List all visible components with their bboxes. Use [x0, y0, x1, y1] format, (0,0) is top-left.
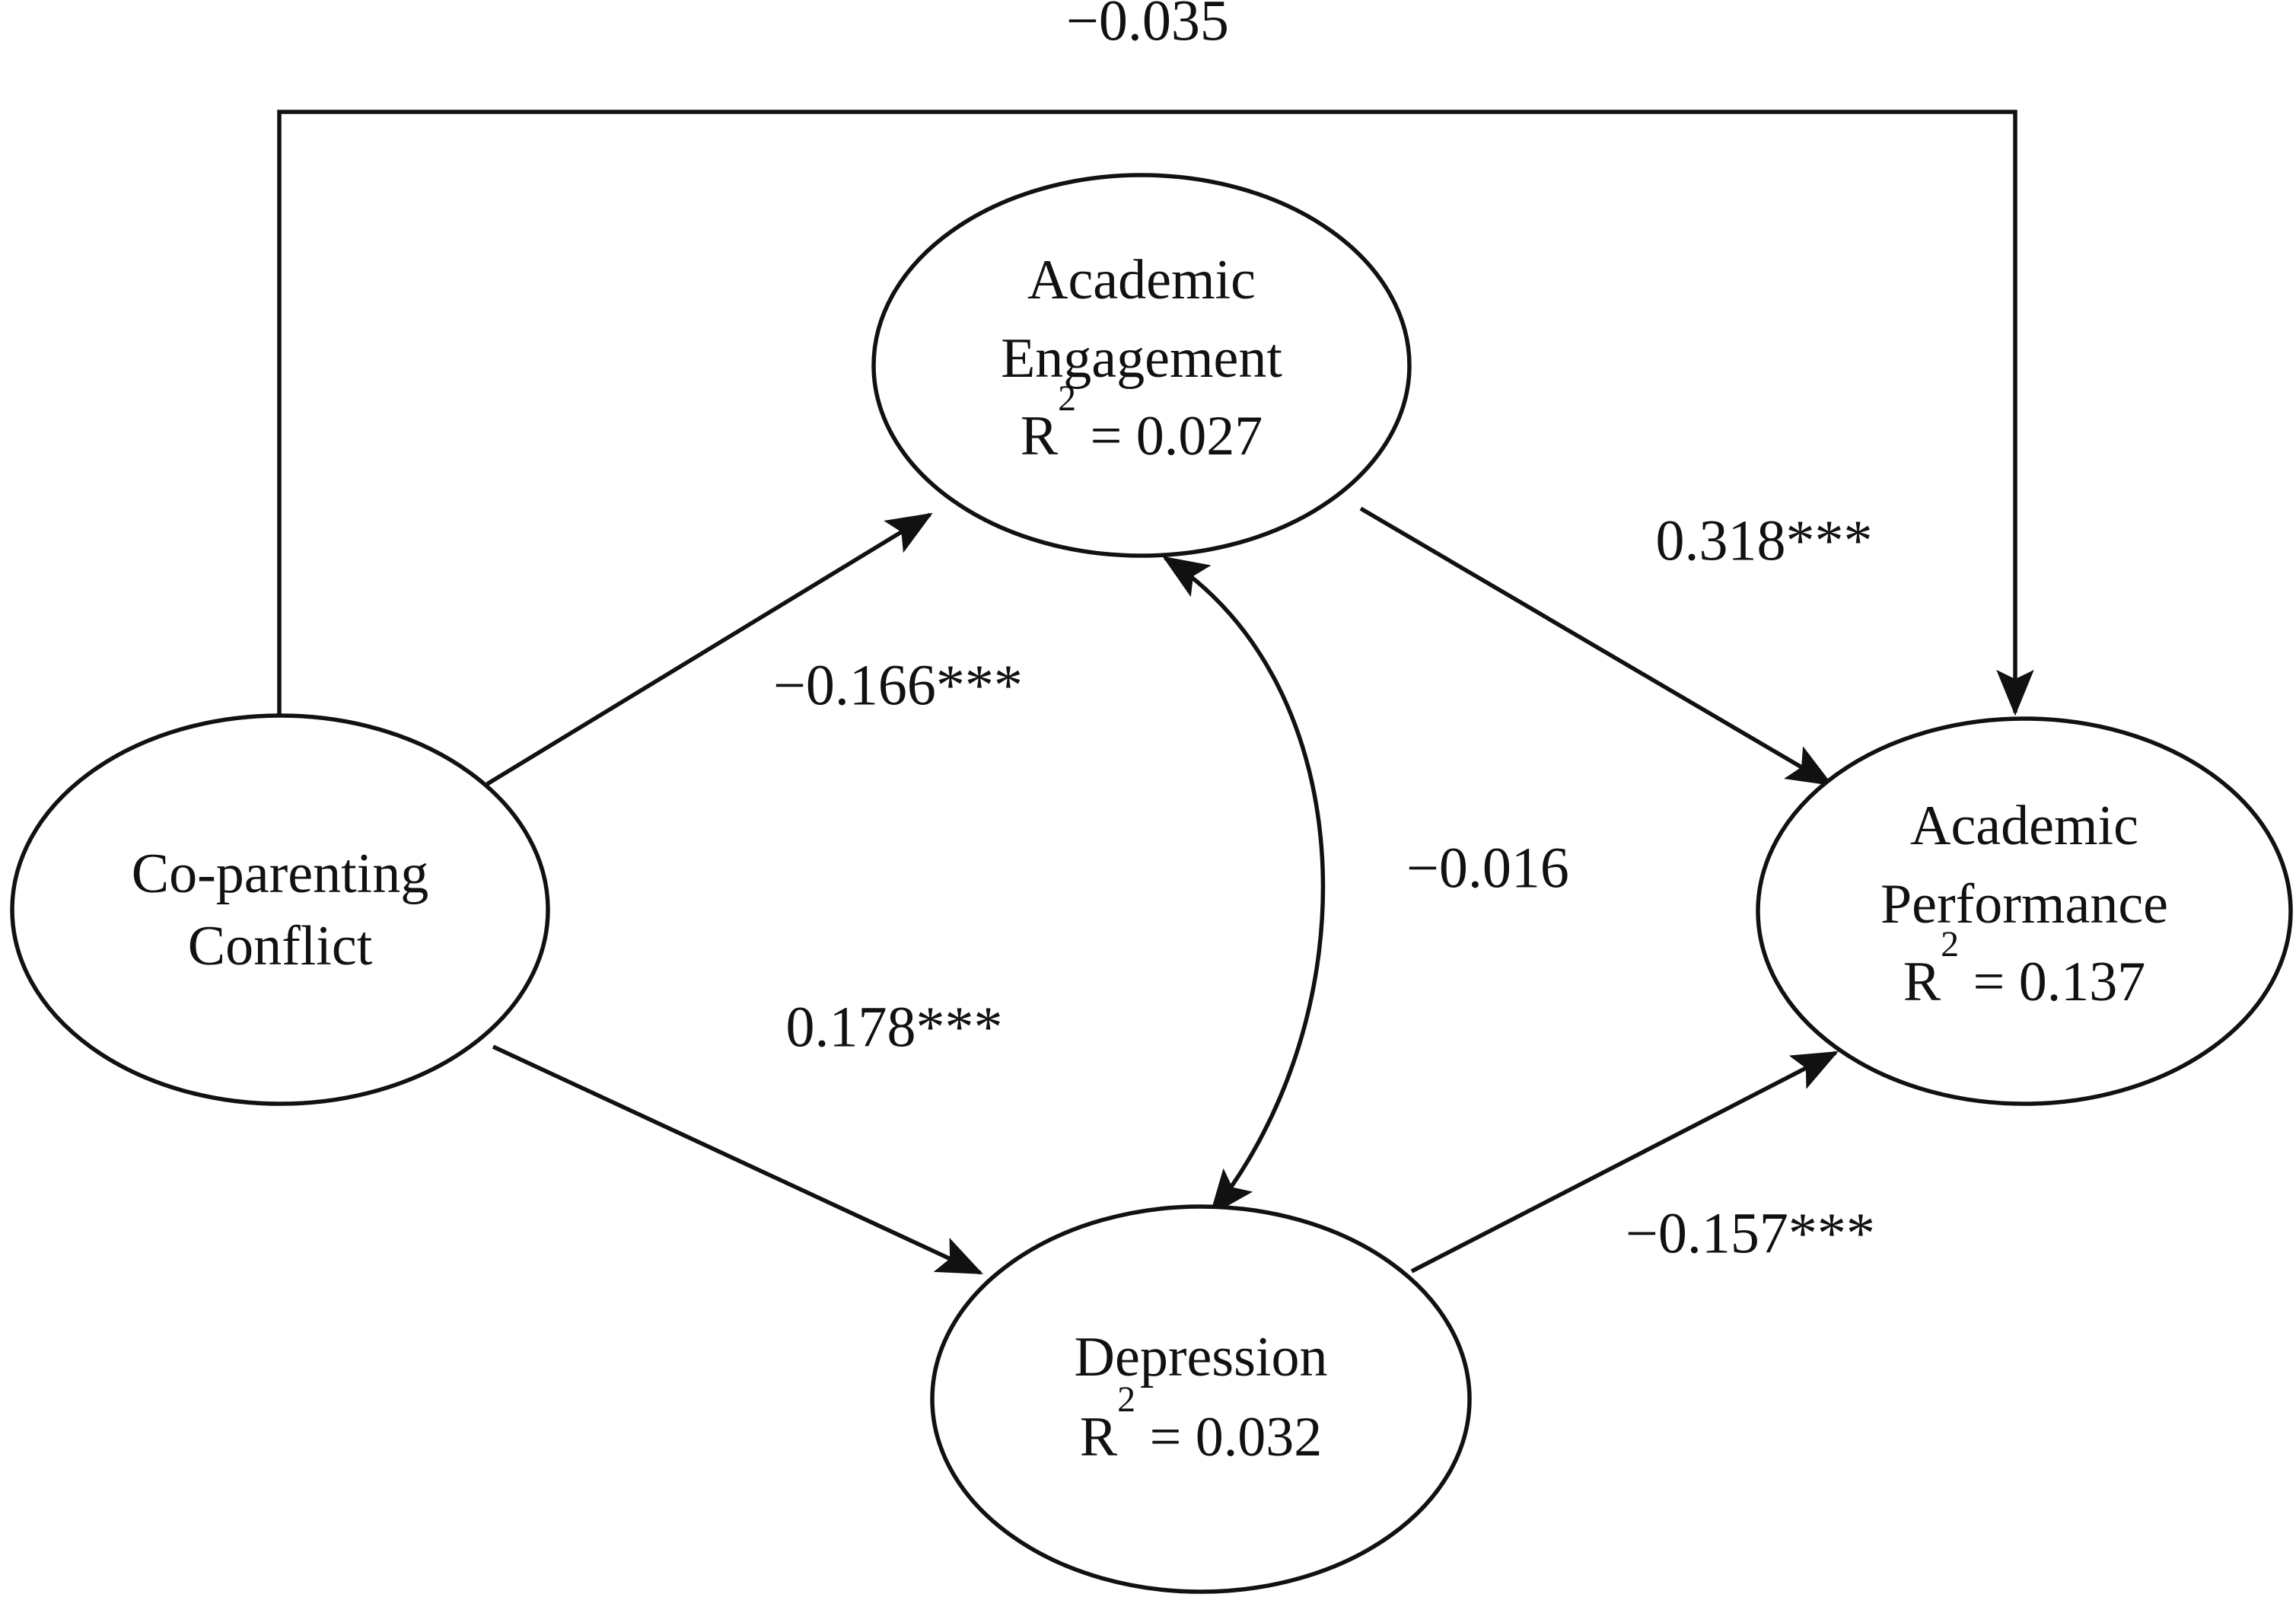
node-depression[interactable]: Depression R2 = 0.032: [930, 1204, 1472, 1594]
node-academic-performance-r-exponent: 2: [1941, 924, 1959, 964]
node-academic-performance-r-prefix: R: [1903, 951, 1941, 1013]
node-co-parenting-conflict-label-line1: Co-parenting: [132, 843, 428, 905]
node-depression-shape[interactable]: [930, 1204, 1472, 1594]
path-depression-to-performance: [1410, 1050, 1839, 1274]
node-academic-engagement-r-value: = 0.027: [1076, 405, 1263, 467]
node-academic-performance-label-line1: Academic: [1910, 795, 2138, 857]
node-academic-performance[interactable]: Academic Performance R2 = 0.137: [1756, 716, 2293, 1106]
node-academic-engagement-r-squared: R2 = 0.027: [1021, 378, 1263, 467]
node-depression-label-line1: Depression: [1075, 1326, 1328, 1388]
node-academic-performance-r-value: = 0.137: [1959, 951, 2145, 1013]
node-co-parenting-conflict-label-line2: Conflict: [188, 915, 373, 977]
coefficient-label-engagement-depression-correlation: −0.016: [1406, 836, 1569, 900]
node-co-parenting-conflict-shape[interactable]: [10, 713, 550, 1106]
coefficient-label-conflict-to-performance: −0.035: [1066, 0, 1229, 53]
node-academic-performance-shape[interactable]: [1756, 716, 2293, 1106]
path-conflict-to-engagement: [486, 512, 933, 786]
path-conflict-to-depression-line: [492, 1044, 983, 1275]
node-depression-r-prefix: R: [1080, 1406, 1118, 1468]
node-depression-r-value: = 0.032: [1135, 1406, 1322, 1468]
path-conflict-to-performance: [277, 110, 2034, 716]
path-conflict-to-performance-line: [277, 110, 2034, 716]
path-engagement-depression-correlation: [1162, 556, 1326, 1216]
node-depression-r-exponent: 2: [1117, 1379, 1135, 1420]
path-depression-to-performance-line: [1410, 1050, 1839, 1274]
node-academic-engagement[interactable]: Academic Engagement R2 = 0.027: [871, 173, 1412, 558]
node-co-parenting-conflict[interactable]: Co-parenting Conflict: [10, 713, 550, 1106]
node-academic-engagement-label-line1: Academic: [1027, 249, 1256, 311]
path-engagement-depression-curve: [1162, 556, 1326, 1216]
coefficient-label-depression-to-performance: −0.157***: [1626, 1201, 1875, 1265]
coefficient-label-engagement-to-performance: 0.318***: [1656, 509, 1873, 572]
coefficient-label-conflict-to-depression: 0.178***: [786, 995, 1003, 1059]
node-academic-engagement-shape[interactable]: [871, 173, 1412, 558]
path-conflict-to-depression: [492, 1044, 983, 1275]
node-academic-performance-label-line2: Performance: [1880, 873, 2168, 936]
node-academic-engagement-label-line2: Engagement: [1001, 327, 1282, 390]
path-conflict-to-engagement-line: [486, 512, 933, 786]
node-academic-performance-r-squared: R2 = 0.137: [1903, 924, 2146, 1013]
node-academic-engagement-r-exponent: 2: [1058, 378, 1076, 419]
node-depression-r-squared: R2 = 0.032: [1080, 1379, 1323, 1468]
coefficient-label-conflict-to-engagement: −0.166***: [773, 653, 1023, 717]
path-engagement-to-performance: [1359, 506, 1833, 786]
node-academic-engagement-r-prefix: R: [1021, 405, 1059, 467]
path-engagement-to-performance-line: [1359, 506, 1833, 786]
